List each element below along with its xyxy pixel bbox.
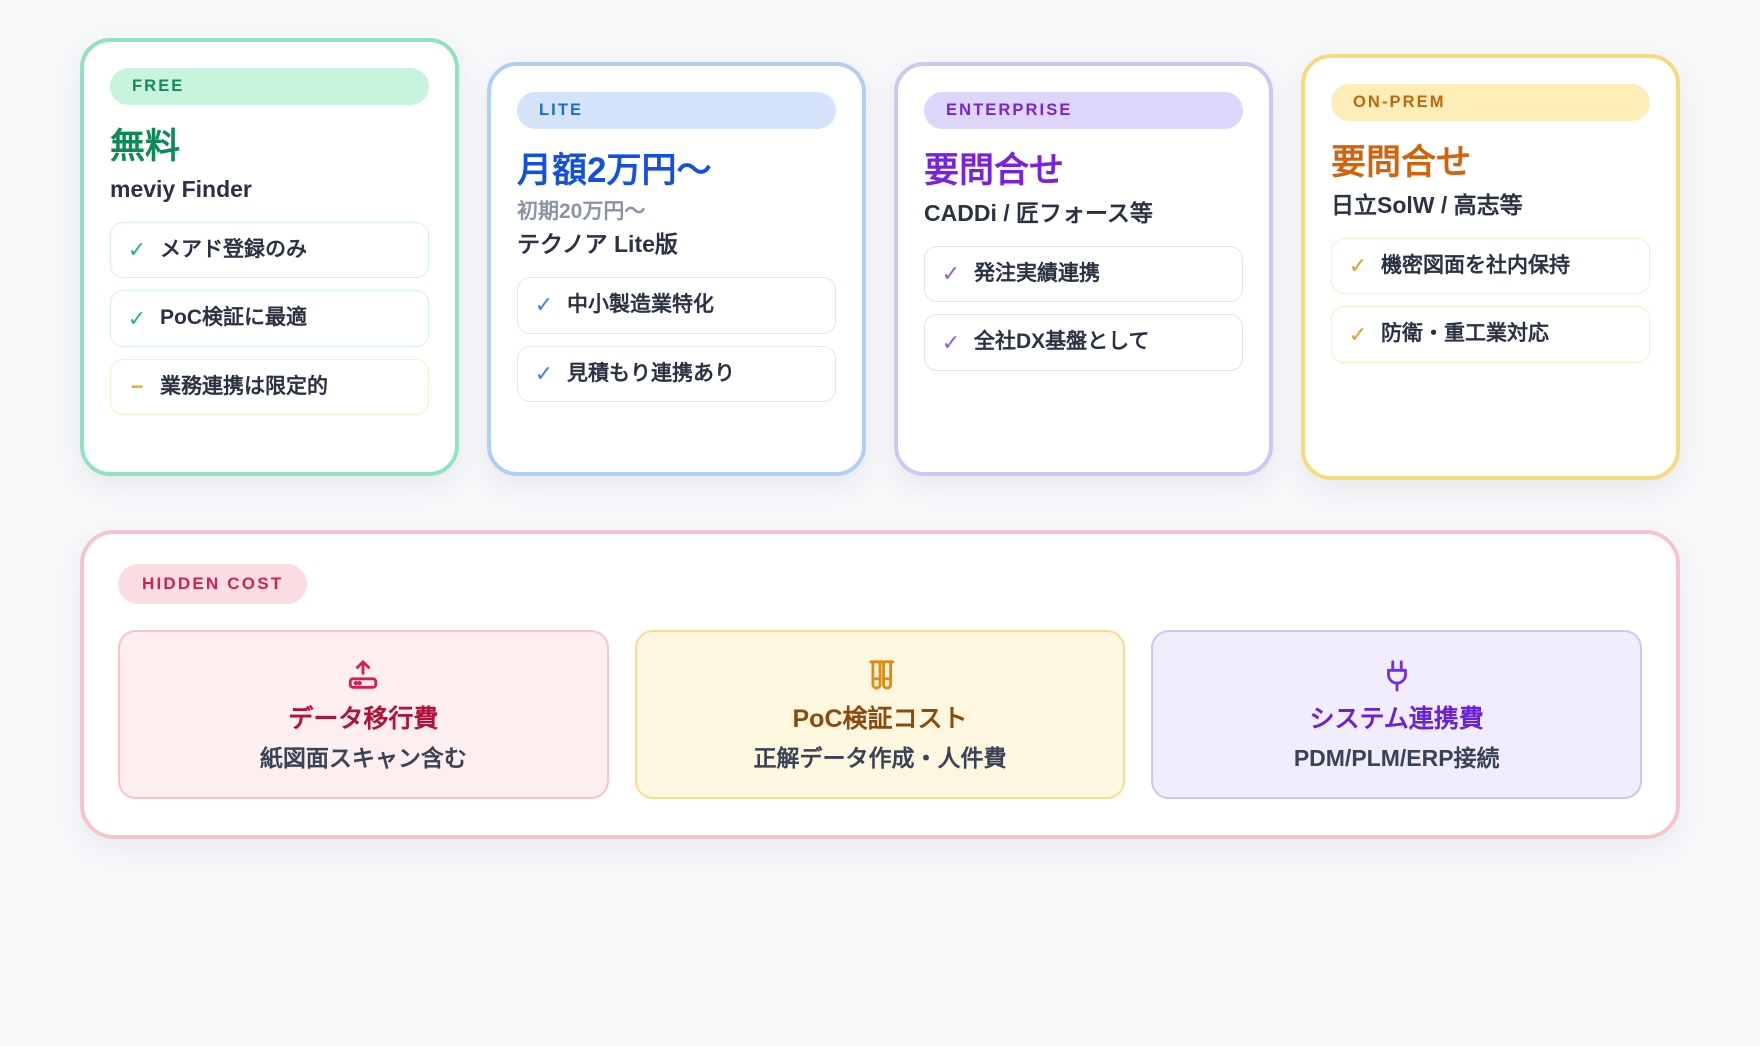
check-icon: ✓ bbox=[941, 329, 961, 355]
tier-price-lite: 月額2万円〜 bbox=[517, 151, 712, 190]
hidden-cost-row: データ移行費 紙図面スキャン含む PoC検証コスト 正解データ作成・人件費 bbox=[118, 630, 1643, 799]
cost-subtitle: PDM/PLM/ERP接続 bbox=[1293, 745, 1500, 771]
check-icon: ✓ bbox=[534, 360, 554, 386]
tier-price-free: 無料 bbox=[110, 127, 181, 166]
cost-card-system-integration[interactable]: システム連携費 PDM/PLM/ERP接続 bbox=[1151, 630, 1643, 799]
feature-item: ✓ 中小製造業特化 bbox=[517, 277, 836, 334]
tier-card-onprem[interactable]: ON-PREM 要問合せ 日立SolW / 高志等 ✓ 機密図面を社内保持 ✓ … bbox=[1301, 54, 1680, 480]
dash-icon: − bbox=[130, 373, 144, 399]
tier-card-free[interactable]: FREE 無料 meviy Finder ✓ メアド登録のみ ✓ PoC検証に最… bbox=[80, 38, 459, 476]
feature-label: 機密図面を社内保持 bbox=[1381, 254, 1570, 277]
tier-card-row: FREE 無料 meviy Finder ✓ メアド登録のみ ✓ PoC検証に最… bbox=[80, 38, 1680, 480]
cost-card-data-migration[interactable]: データ移行費 紙図面スキャン含む bbox=[118, 630, 609, 799]
check-icon: ✓ bbox=[1348, 253, 1368, 279]
feature-item: ✓ PoC検証に最適 bbox=[110, 290, 429, 347]
feature-label: 発注実績連携 bbox=[974, 262, 1100, 285]
feature-label: メアド登録のみ bbox=[160, 238, 307, 261]
feature-item: ✓ 全社DX基盤として bbox=[924, 314, 1243, 371]
tier-price-onprem: 要問合せ bbox=[1331, 143, 1472, 182]
feature-label: PoC検証に最適 bbox=[160, 306, 307, 330]
feature-item: ✓ 発注実績連携 bbox=[924, 246, 1243, 303]
tier-product-lite: テクノア Lite版 bbox=[517, 231, 678, 258]
feature-label: 全社DX基盤として bbox=[974, 330, 1150, 354]
tier-badge-enterprise: ENTERPRISE bbox=[924, 92, 1243, 129]
feature-list-enterprise: ✓ 発注実績連携 ✓ 全社DX基盤として bbox=[924, 246, 1243, 371]
check-icon: ✓ bbox=[127, 305, 147, 331]
feature-label: 見積もり連携あり bbox=[567, 361, 735, 385]
hidden-cost-panel: HIDDEN COST データ移行費 紙図面スキャン含む bbox=[80, 530, 1680, 839]
tier-product-onprem: 日立SolW / 高志等 bbox=[1331, 192, 1523, 219]
check-icon: ✓ bbox=[534, 292, 554, 318]
feature-label: 中小製造業特化 bbox=[567, 293, 714, 317]
feature-list-free: ✓ メアド登録のみ ✓ PoC検証に最適 − 業務連携は限定的 bbox=[110, 222, 429, 416]
feature-item: ✓ 防衛・重工業対応 bbox=[1331, 306, 1650, 363]
tier-product-free: meviy Finder bbox=[110, 176, 252, 203]
test-tubes-icon bbox=[863, 658, 897, 694]
hard-drive-upload-icon bbox=[346, 658, 380, 694]
check-icon: ✓ bbox=[1348, 321, 1368, 347]
tier-badge-onprem: ON-PREM bbox=[1331, 84, 1650, 121]
feature-item: ✓ メアド登録のみ bbox=[110, 222, 429, 279]
tier-badge-free: FREE bbox=[110, 68, 429, 105]
tier-card-lite[interactable]: LITE 月額2万円〜 初期20万円〜 テクノア Lite版 ✓ 中小製造業特化… bbox=[487, 62, 866, 476]
feature-list-lite: ✓ 中小製造業特化 ✓ 見積もり連携あり bbox=[517, 277, 836, 402]
plug-icon bbox=[1380, 658, 1414, 694]
feature-item: ✓ 機密図面を社内保持 bbox=[1331, 238, 1650, 295]
tier-price-enterprise: 要問合せ bbox=[924, 151, 1065, 190]
cost-card-poc[interactable]: PoC検証コスト 正解データ作成・人件費 bbox=[634, 630, 1126, 799]
feature-list-onprem: ✓ 機密図面を社内保持 ✓ 防衛・重工業対応 bbox=[1331, 238, 1650, 363]
tier-subprice-lite: 初期20万円〜 bbox=[517, 200, 646, 224]
cost-title: システム連携費 bbox=[1309, 705, 1484, 733]
tier-product-enterprise: CADDi / 匠フォース等 bbox=[924, 200, 1153, 227]
cost-title: データ移行費 bbox=[288, 705, 439, 733]
check-icon: ✓ bbox=[941, 261, 961, 287]
cost-title: PoC検証コスト bbox=[792, 705, 968, 733]
feature-item: − 業務連携は限定的 bbox=[110, 358, 429, 416]
tier-card-enterprise[interactable]: ENTERPRISE 要問合せ CADDi / 匠フォース等 ✓ 発注実績連携 … bbox=[894, 62, 1273, 476]
cost-subtitle: 紙図面スキャン含む bbox=[259, 745, 467, 771]
feature-label: 業務連携は限定的 bbox=[160, 374, 328, 398]
check-icon: ✓ bbox=[127, 237, 147, 263]
cost-subtitle: 正解データ作成・人件費 bbox=[753, 745, 1007, 771]
feature-label: 防衛・重工業対応 bbox=[1381, 322, 1549, 346]
tier-badge-lite: LITE bbox=[517, 92, 836, 129]
hidden-cost-badge: HIDDEN COST bbox=[118, 564, 308, 604]
feature-item: ✓ 見積もり連携あり bbox=[517, 345, 836, 402]
